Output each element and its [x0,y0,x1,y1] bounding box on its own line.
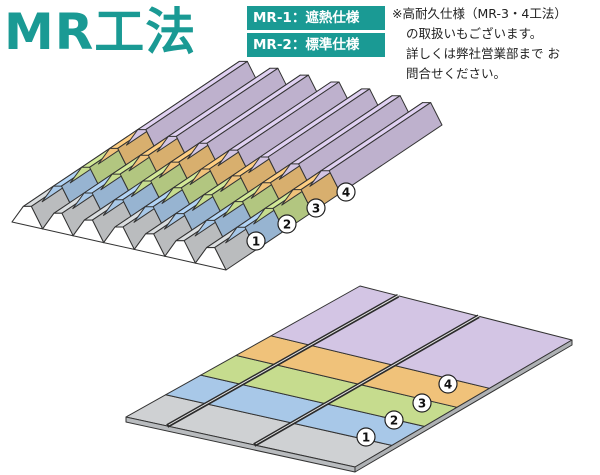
layer-marker-circle [306,198,326,218]
layer-marker-1: 1 [356,427,376,447]
layer-marker-3: 3 [412,393,432,413]
spec-note: ※高耐久仕様（MR-3・4工法） の取扱いもございます。 詳しくは弊社営業部まで… [392,4,600,84]
corrugated-face-right [328,102,443,194]
corrugated-end-cap [72,219,105,244]
layer-marker-circle [384,410,404,430]
layer-number-label: 1 [252,234,260,248]
layer-number-label: 4 [342,185,350,199]
corrugated-end-cap [11,205,44,230]
layer-marker-4: 4 [438,374,458,394]
layer-number-label: 2 [390,413,398,427]
layer-number-label: 3 [418,396,426,410]
spec-badge-mr2: MR-2：標準仕様 [247,33,385,57]
layer-marker-2: 2 [277,214,297,234]
standing-seam-highlight [168,294,400,426]
layer-marker-2: 2 [384,410,404,430]
corrugated-end-cap [103,226,135,250]
layer-number-label: 4 [444,377,452,391]
layer-number-label: 2 [283,217,291,231]
corrugated-end-cap [133,233,166,257]
layer-marker-circle [412,393,432,413]
corrugated-roof-diagram [11,60,443,271]
layer-marker-circle [356,427,376,447]
layer-marker-1: 1 [246,231,266,251]
layer-number-label: 3 [312,201,320,215]
layer-marker-circle [277,214,297,234]
note-line-3: 詳しくは弊社営業部まで お [406,46,560,61]
flat-roof-diagram [125,285,573,473]
flat-edge-side [354,339,573,473]
note-line-2: の取扱いもございます。 [406,26,543,41]
layer-marker-circle [246,231,266,251]
layer-marker-circle [438,374,458,394]
spec-badge-mr1: MR-1：遮熱仕様 [247,6,385,30]
corrugated-end-cap [164,240,196,264]
layer-markers: 1 2 3 4 1 2 3 4 [246,182,458,447]
page-title: MR工法 [4,3,197,61]
layer-marker-circle [336,182,356,202]
corrugated-end-cap [194,247,227,271]
layer-marker-4: 4 [336,182,356,202]
layer-marker-3: 3 [306,198,326,218]
note-line-1: ※高耐久仕様（MR-3・4工法） [392,6,567,21]
note-line-4: 問合せください。 [406,66,507,81]
corrugated-end-cap [42,212,74,237]
standing-seam-highlight [255,314,481,445]
layer-number-label: 1 [362,430,370,444]
